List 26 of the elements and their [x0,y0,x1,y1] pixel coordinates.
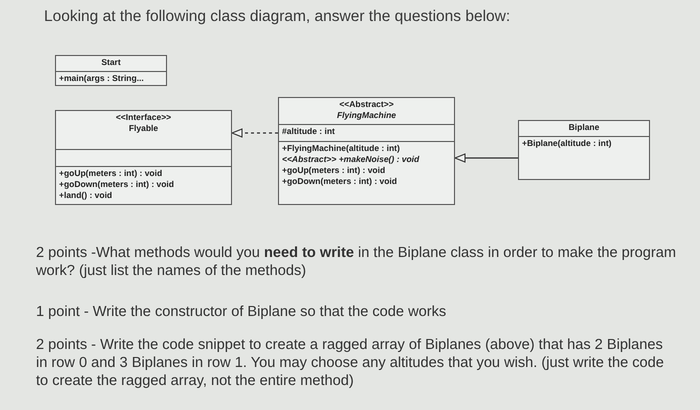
class-box [55,110,232,205]
class-member-text: +land() : void [59,190,114,201]
inheritance-arrow [454,154,518,162]
question-text: 1 point - Write the constructor of Biplane so that the code works [36,303,448,321]
title: Looking at the following class diagram, answer the questions below: [44,8,510,26]
class-header-text: <<Interface>> [114,112,172,123]
class-member-text: +main(args : String... [59,73,145,84]
class-member-text: +goUp(meters : int) : void [282,165,386,176]
class-member-text: +goUp(meters : int) : void [59,168,164,179]
class-header-text: Start [100,57,122,68]
class-box [278,97,455,205]
class-box [55,55,167,86]
class-member-text: <<Abstract>> +makeNoise() : void [282,154,420,165]
class-member-text: +Biplane(altitude : int) [522,138,612,149]
class-header-text: <<Abstract>> [338,99,395,110]
class-header-text: FlyingMachine [336,110,398,121]
class-member-text: #altitude : int [282,126,336,137]
question-text: 2 points -What methods would you need to write in the Biplane class in order to make the program work? (just list the names of the methods) [36,244,676,280]
class-member-text: +goDown(meters : int) : void [282,176,398,187]
realization-arrow [232,128,278,138]
question-text: 2 points - Write the code snippet to create a ragged array of Biplanes (above) that has 2 Biplanes in row 0 and 3 Biplanes in row 1. You may choose any altitudes that you wish. (just write the code to create the ragged array, not the entire method) [36,336,665,390]
class-box [518,120,650,180]
class-header-text: Biplane [568,122,600,133]
class-member-text: +goDown(meters : int) : void [59,179,175,190]
class-header-text: Flyable [128,123,160,134]
class-member-text: +FlyingMachine(altitude : int) [282,143,401,154]
